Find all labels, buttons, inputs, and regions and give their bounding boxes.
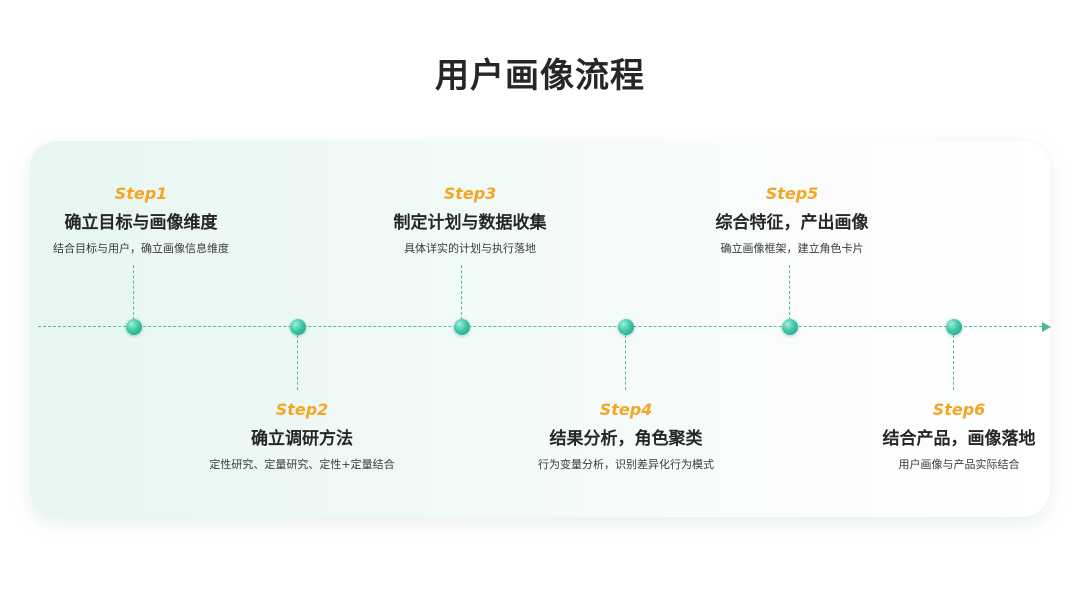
connector-step3 (461, 265, 462, 320)
step-card-1: Step1 确立目标与画像维度 结合目标与用户，确立画像信息维度 (1, 184, 281, 256)
timeline-node-step3 (454, 319, 470, 335)
step-title: 综合特征，产出画像 (715, 213, 869, 233)
step-title: 确立目标与画像维度 (64, 213, 218, 233)
step-tag: Step6 (932, 400, 986, 419)
step-tag: Step1 (114, 184, 168, 203)
timeline-node-step1 (126, 319, 142, 335)
step-title: 结果分析，角色聚类 (549, 429, 703, 449)
step-title: 确立调研方法 (251, 429, 353, 449)
step-card-6: Step6 结合产品，画像落地 用户画像与产品实际结合 (819, 400, 1080, 472)
step-card-3: Step3 制定计划与数据收集 具体详实的计划与执行落地 (330, 184, 610, 256)
step-card-4: Step4 结果分析，角色聚类 行为变量分析，识别差异化行为模式 (486, 400, 766, 472)
step-card-5: Step5 综合特征，产出画像 确立画像框架，建立角色卡片 (652, 184, 932, 256)
step-description: 行为变量分析，识别差异化行为模式 (538, 458, 714, 471)
step-card-2: Step2 确立调研方法 定性研究、定量研究、定性+定量结合 (162, 400, 442, 472)
page-title: 用户画像流程 (435, 56, 645, 96)
connector-step1 (133, 265, 134, 320)
connector-step4 (625, 335, 626, 390)
connector-step6 (953, 335, 954, 390)
timeline-panel (30, 141, 1050, 517)
arrow-head-icon (1042, 322, 1051, 332)
step-description: 具体详实的计划与执行落地 (404, 242, 536, 255)
step-description: 用户画像与产品实际结合 (898, 458, 1020, 471)
step-description: 确立画像框架，建立角色卡片 (720, 242, 864, 255)
step-title: 结合产品，画像落地 (882, 429, 1036, 449)
timeline-node-step6 (946, 319, 962, 335)
step-description: 结合目标与用户，确立画像信息维度 (53, 242, 229, 255)
timeline-node-step2 (290, 319, 306, 335)
connector-step5 (789, 265, 790, 320)
timeline-node-step4 (618, 319, 634, 335)
step-description: 定性研究、定量研究、定性+定量结合 (209, 458, 395, 471)
step-tag: Step5 (765, 184, 819, 203)
step-title: 制定计划与数据收集 (393, 213, 547, 233)
step-tag: Step4 (599, 400, 653, 419)
step-tag: Step3 (443, 184, 497, 203)
step-tag: Step2 (275, 400, 329, 419)
timeline-node-step5 (782, 319, 798, 335)
timeline-axis (38, 326, 1042, 327)
connector-step2 (297, 335, 298, 390)
